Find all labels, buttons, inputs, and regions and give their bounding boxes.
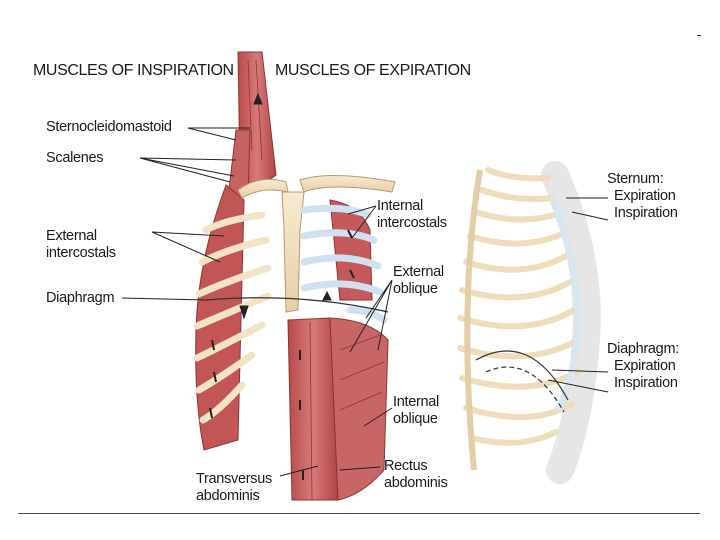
sternum-label: Sternum: Expiration Inspiration [607, 171, 678, 221]
internal-intercostals-label: Internal intercostals [377, 198, 447, 231]
bottom-divider [18, 513, 700, 514]
corner-mark [697, 35, 701, 36]
rectus-abdominis-muscle [287, 317, 339, 501]
diaphragm-line [205, 297, 389, 313]
inspiration-header: MUSCLES OF INSPIRATION [33, 62, 234, 79]
scalenes-label: Scalenes [46, 150, 104, 166]
diaphragm-side-label: Diaphragm: Expiration Inspiration [607, 341, 679, 391]
external-oblique-label: External oblique [393, 264, 444, 297]
expiration-header: MUSCLES OF EXPIRATION [275, 62, 471, 79]
transversus-abdominis-label: Transversus abdominis [196, 471, 272, 504]
lateral-rib-cage [457, 161, 609, 484]
label-pointer-lines [121, 127, 393, 477]
inspiration-rib-cage [193, 184, 272, 451]
oblique-muscles [329, 317, 389, 501]
sternocleidomastoid-label: Sternocleidomastoid [46, 119, 172, 135]
internal-oblique-label: Internal oblique [393, 394, 439, 427]
external-intercostals-label: External intercostals [46, 228, 116, 261]
expiration-rib-cage [300, 199, 388, 324]
sternum-and-clavicles [237, 175, 396, 313]
diaphragm-label: Diaphragm [46, 290, 115, 306]
direction-arrows [209, 92, 355, 480]
rectus-abdominis-label: Rectus abdominis [384, 458, 448, 491]
